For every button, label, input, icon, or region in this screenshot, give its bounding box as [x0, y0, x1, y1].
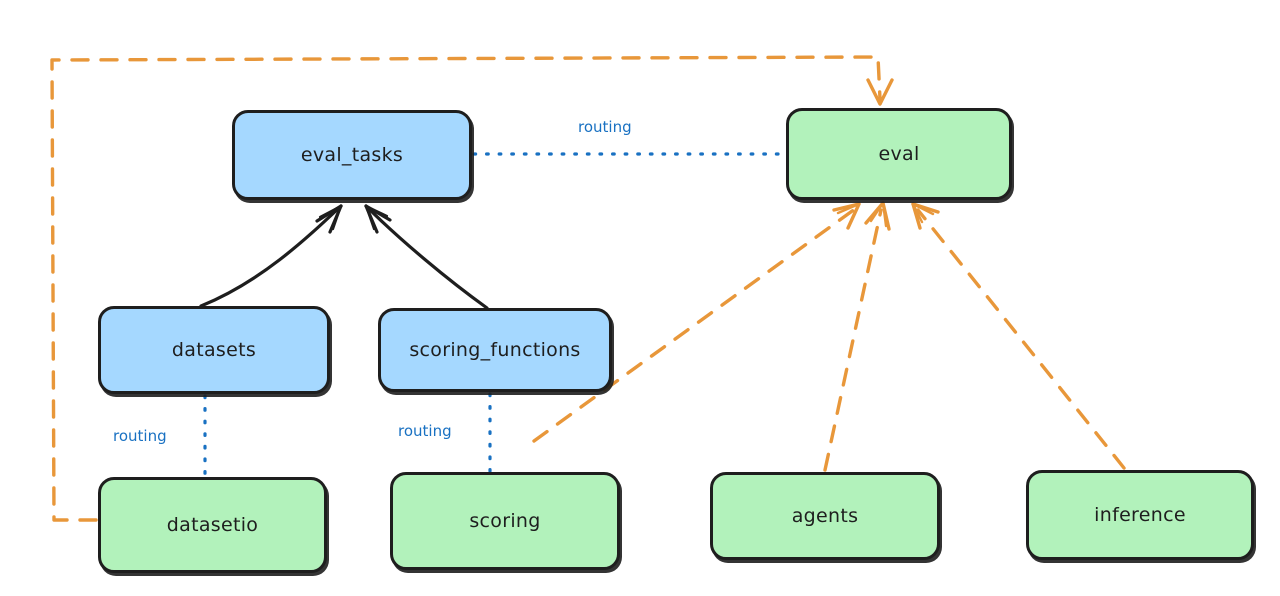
node-scoring[interactable]: scoring	[390, 472, 620, 570]
node-label: eval_tasks	[300, 144, 404, 166]
node-label: datasetio	[166, 514, 259, 536]
node-label: agents	[791, 505, 859, 527]
edge-agents-to-eval	[823, 201, 891, 472]
edge-datasets-to-eval_tasks	[199, 204, 343, 308]
edge-inference-to-eval	[911, 202, 1126, 470]
node-scoring-functions[interactable]: scoring_functions	[378, 308, 612, 392]
node-datasetio[interactable]: datasetio	[98, 477, 327, 573]
node-eval-tasks[interactable]: eval_tasks	[232, 110, 472, 200]
node-label: scoring_functions	[409, 339, 581, 361]
node-label: datasets	[171, 339, 257, 361]
edge-datasetio-to-eval	[50, 55, 894, 522]
node-label: scoring	[469, 510, 541, 532]
node-eval[interactable]: eval	[786, 108, 1012, 200]
edge-scoring_functions-to-eval_tasks	[364, 204, 489, 310]
edge-label-routing-eval-tasks-eval: routing	[578, 118, 632, 136]
edge-label-routing-scoring-functions-scoring: routing	[398, 422, 452, 440]
node-datasets[interactable]: datasets	[98, 306, 330, 394]
node-agents[interactable]: agents	[710, 472, 940, 560]
edge-label-routing-datasets-datasetio: routing	[113, 427, 167, 445]
node-label: inference	[1094, 504, 1186, 526]
node-label: eval	[878, 143, 920, 165]
node-inference[interactable]: inference	[1026, 470, 1254, 560]
